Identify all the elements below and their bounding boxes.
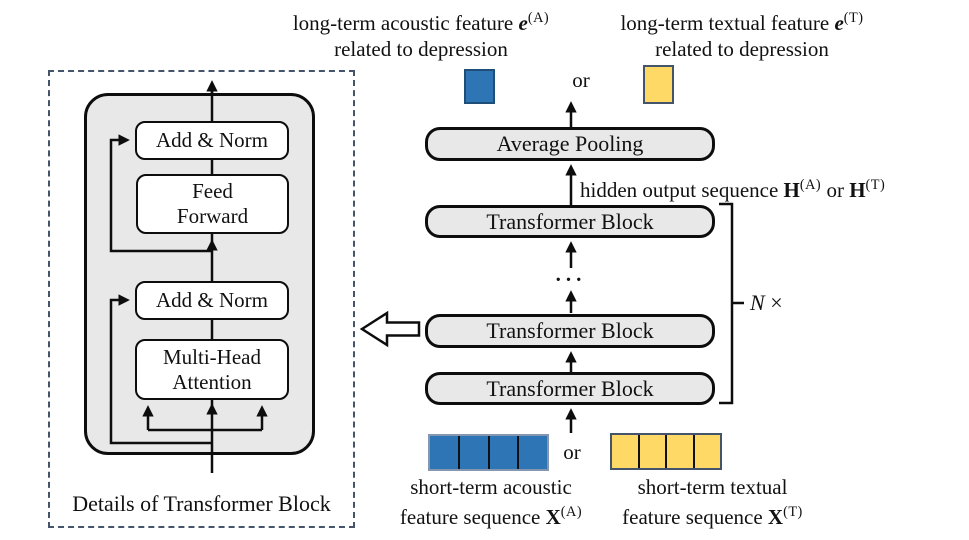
hidden-or-text: or — [821, 178, 850, 202]
top-or-text: or — [572, 68, 590, 92]
textual-token-4 — [692, 435, 721, 468]
textual-input-sequence-bar — [610, 433, 722, 470]
average-pooling-box: Average Pooling — [425, 127, 715, 161]
add-norm-top-label: Add & Norm — [156, 128, 268, 152]
acoustic-embedding-symbol: e — [518, 11, 528, 35]
hidden-h-superscript-a: (A) — [799, 177, 822, 193]
residual-lower — [109, 294, 212, 445]
long-term-acoustic-text-line2: related to depression — [334, 37, 508, 61]
transformer-block-middle-label: Transformer Block — [486, 318, 654, 343]
hidden-sequence-label: hidden output sequence H(A) or H(T) — [580, 172, 885, 203]
repeat-count-label: N × — [750, 290, 783, 316]
long-term-acoustic-label: long-term acoustic feature e(A) related … — [250, 5, 592, 62]
add-norm-top-box: Add & Norm — [135, 121, 289, 160]
transformer-block-middle: Transformer Block — [425, 314, 715, 348]
add-norm-bottom-label: Add & Norm — [156, 288, 268, 312]
hidden-sequence-text: hidden output sequence — [580, 178, 784, 202]
textual-token-3 — [665, 435, 693, 468]
details-caption-text: Details of Transformer Block — [72, 491, 331, 516]
acoustic-frame-2 — [457, 436, 488, 469]
acoustic-frame-4 — [517, 436, 547, 469]
hidden-h-symbol-a: H — [783, 178, 800, 202]
textual-embedding-superscript: (T) — [843, 10, 864, 26]
residual-upper — [109, 134, 212, 253]
textual-embedding-swatch — [643, 65, 674, 104]
ellipsis-label: ... — [545, 261, 597, 287]
transformer-block-bottom-label: Transformer Block — [486, 375, 654, 401]
acoustic-frame-3 — [487, 436, 518, 469]
add-norm-bottom-box: Add & Norm — [135, 281, 289, 320]
multi-head-attention-label-line2: Attention — [172, 369, 252, 394]
acoustic-frame-1 — [430, 436, 458, 469]
multi-head-attention-label-line1: Multi-Head — [163, 344, 261, 369]
textual-sequence-superscript: (T) — [783, 504, 803, 520]
short-term-acoustic-text: short-term acoustic — [410, 475, 572, 499]
repeat-n-symbol: N — [750, 290, 765, 315]
long-term-textual-text-line2: related to depression — [655, 37, 829, 61]
short-term-acoustic-label: short-term acoustic feature sequence X(A… — [391, 475, 591, 530]
bottom-or-label: or — [552, 439, 592, 465]
average-pooling-label: Average Pooling — [496, 131, 644, 156]
bottom-or-text: or — [563, 440, 581, 464]
details-pointer-arrow-icon — [359, 310, 421, 348]
hidden-h-symbol-t: H — [849, 178, 866, 202]
feed-forward-box: Feed Forward — [136, 174, 289, 234]
acoustic-input-sequence-bar — [428, 434, 549, 471]
transformer-block-top-label: Transformer Block — [486, 208, 654, 234]
details-caption: Details of Transformer Block — [50, 491, 353, 517]
feed-forward-label-line2: Forward — [176, 204, 249, 228]
top-or-label: or — [560, 67, 602, 93]
textual-token-1 — [612, 435, 638, 468]
acoustic-sequence-symbol: X — [545, 505, 561, 529]
details-dashed-box — [48, 70, 355, 528]
multi-head-attention-box: Multi-Head Attention — [135, 339, 289, 400]
long-term-acoustic-text: long-term acoustic feature — [292, 11, 519, 35]
repeat-bracket — [719, 202, 734, 405]
acoustic-embedding-superscript: (A) — [527, 10, 550, 26]
long-term-textual-label: long-term textual feature e(T) related t… — [592, 5, 892, 62]
textual-sequence-symbol: X — [767, 505, 784, 529]
transformer-block-top: Transformer Block — [425, 205, 715, 238]
hidden-h-superscript-t: (T) — [865, 177, 886, 193]
acoustic-sequence-superscript: (A) — [560, 504, 583, 520]
feed-forward-label-line1: Feed — [192, 179, 233, 203]
acoustic-embedding-swatch — [464, 69, 495, 104]
long-term-textual-text: long-term textual feature — [620, 11, 835, 35]
textual-token-2 — [637, 435, 666, 468]
short-term-textual-text-line2: feature sequence — [622, 505, 768, 529]
repeat-times-symbol: × — [770, 290, 783, 315]
ellipsis-text: ... — [555, 262, 587, 286]
short-term-textual-text: short-term textual — [637, 475, 788, 499]
short-term-textual-label: short-term textual feature sequence X(T) — [600, 475, 825, 530]
short-term-acoustic-text-line2: feature sequence — [399, 505, 546, 529]
textual-embedding-symbol: e — [834, 11, 844, 35]
transformer-block-bottom: Transformer Block — [425, 372, 715, 405]
